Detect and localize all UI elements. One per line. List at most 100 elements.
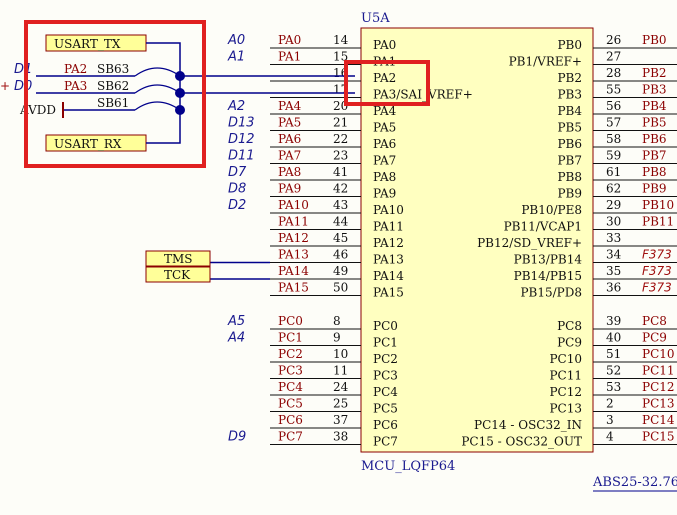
chip-body bbox=[360, 27, 594, 453]
row-net-avdd: AVDD bbox=[19, 103, 56, 117]
pin-name: PC2 bbox=[373, 352, 398, 366]
net-label: PA4 bbox=[278, 99, 302, 113]
pin-name: PB11/VCAP1 bbox=[504, 220, 582, 234]
net-label: PC1 bbox=[278, 331, 303, 345]
pin-name: PA11 bbox=[373, 220, 404, 234]
usart-rx-text: USART_RX bbox=[54, 137, 122, 151]
jumper-sb61: SB61 bbox=[97, 96, 129, 110]
pin-name: PC4 bbox=[373, 385, 398, 399]
pin-name: PC9 bbox=[557, 336, 582, 350]
net-label: PC6 bbox=[278, 413, 303, 427]
arduino-label: A1 bbox=[227, 50, 245, 65]
pin-name: PB8 bbox=[557, 170, 582, 184]
pin-number: 10 bbox=[333, 347, 348, 361]
net-label: PC10 bbox=[642, 347, 675, 361]
pin-number: 58 bbox=[606, 132, 621, 146]
pin-name: PB1/VREF+ bbox=[509, 55, 582, 69]
net-label: PC2 bbox=[278, 347, 303, 361]
pin-number: 30 bbox=[606, 215, 621, 229]
pin-number: 37 bbox=[333, 413, 348, 427]
rx-wire bbox=[146, 110, 181, 144]
pin-name: PA6 bbox=[373, 137, 396, 151]
component-ref: U5A bbox=[361, 11, 390, 26]
pin-name: PC6 bbox=[373, 418, 398, 432]
net-label: PC11 bbox=[642, 364, 675, 378]
net-label: PC4 bbox=[278, 380, 303, 394]
pin-name: PB7 bbox=[557, 154, 582, 168]
net-label: PA13 bbox=[278, 248, 309, 262]
pin-number: 2 bbox=[606, 397, 614, 411]
pin-name: PC0 bbox=[373, 319, 398, 333]
pin-number: 26 bbox=[606, 33, 621, 47]
pin-name: PB12/SD_VREF+ bbox=[477, 236, 582, 250]
net-label: PA9 bbox=[278, 182, 301, 196]
pin-number: 53 bbox=[606, 380, 621, 394]
pin-name: PB14/PB15 bbox=[514, 269, 582, 283]
net-label: PB4 bbox=[642, 99, 667, 113]
pin-number: 55 bbox=[606, 83, 621, 97]
pin-number: 9 bbox=[333, 331, 341, 345]
net-label: PA5 bbox=[278, 116, 301, 130]
net-label: PC12 bbox=[642, 380, 675, 394]
right-pin-pc10: 51 PC10 PC10 bbox=[549, 347, 677, 366]
tms-label: TMS bbox=[164, 252, 193, 266]
pin-name: PC15 - OSC32_OUT bbox=[461, 435, 582, 449]
pin-number: 21 bbox=[333, 116, 348, 130]
pin-name: PA8 bbox=[373, 170, 396, 184]
arduino-label: A5 bbox=[227, 314, 245, 329]
arduino-label: D13 bbox=[228, 116, 255, 131]
net-label: PC14 bbox=[642, 413, 675, 427]
row-ard-d0: D0 bbox=[14, 79, 32, 94]
pin-number: 51 bbox=[606, 347, 621, 361]
pin-name: PA4 bbox=[373, 104, 397, 118]
net-label: PC5 bbox=[278, 397, 303, 411]
debug-labels: TMS TCK bbox=[145, 250, 211, 283]
pin-number: 46 bbox=[333, 248, 348, 262]
pin-number: 3 bbox=[606, 413, 614, 427]
component-part: MCU_LQFP64 bbox=[361, 459, 455, 474]
pin-name: PA12 bbox=[373, 236, 404, 250]
usart-block: USART_TX USART_RX D1 D0 + PA2 PA3 AVDD S… bbox=[0, 34, 355, 152]
arduino-label: D2 bbox=[228, 198, 246, 213]
arduino-label: A2 bbox=[227, 99, 245, 114]
f373-net-label: F373 bbox=[642, 248, 672, 262]
pin-number: 43 bbox=[333, 198, 348, 212]
pin-name: PB15/PD8 bbox=[520, 286, 582, 300]
sb62-jumper-icon bbox=[134, 84, 181, 94]
net-label: PA11 bbox=[278, 215, 309, 229]
pin-number: 4 bbox=[606, 430, 614, 444]
pin-number: 28 bbox=[606, 66, 621, 80]
pin-number: 59 bbox=[606, 149, 621, 163]
junction-dot-avdd bbox=[175, 105, 185, 115]
net-label: PB8 bbox=[642, 165, 667, 179]
net-label: PA14 bbox=[278, 264, 309, 278]
pin-number: 14 bbox=[333, 33, 349, 47]
pin-name: PB9 bbox=[557, 187, 582, 201]
pin-name: PA14 bbox=[373, 269, 404, 283]
pin-name: PC3 bbox=[373, 369, 398, 383]
pin-name: PC10 bbox=[549, 352, 582, 366]
pin-name: PC14 - OSC32_IN bbox=[474, 418, 582, 432]
